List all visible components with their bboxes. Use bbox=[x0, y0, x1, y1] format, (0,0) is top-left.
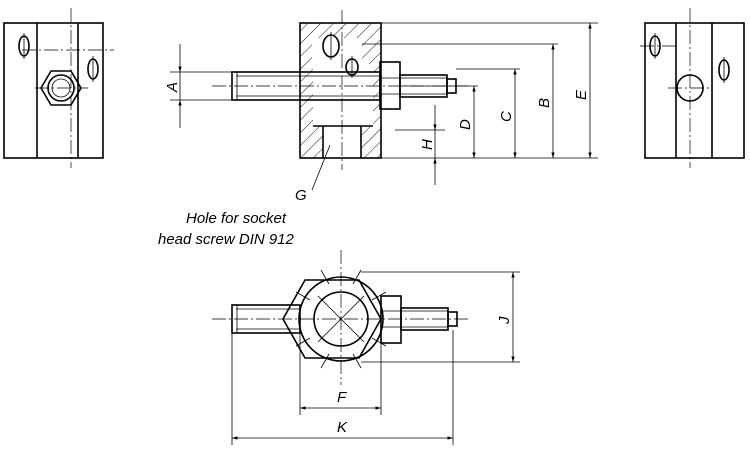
left-end-view bbox=[3, 8, 114, 168]
note-line-1: Hole for socket bbox=[186, 210, 287, 227]
note-line-2: head screw DIN 912 bbox=[158, 231, 295, 248]
dimension-lines-bottom bbox=[231, 271, 520, 445]
bottom-top-view bbox=[212, 250, 470, 385]
right-end-view bbox=[640, 8, 745, 168]
dim-label-c: C bbox=[498, 111, 515, 122]
dim-label-h: H bbox=[419, 139, 436, 150]
dim-label-a: A bbox=[164, 82, 181, 93]
dim-label-k: K bbox=[337, 419, 348, 436]
dim-label-d: D bbox=[457, 119, 474, 130]
dimension-lines-top bbox=[170, 22, 598, 191]
dim-label-g: G bbox=[295, 187, 307, 204]
dim-label-e: E bbox=[573, 89, 590, 100]
dim-label-f: F bbox=[337, 389, 347, 406]
dim-label-b: B bbox=[536, 98, 553, 108]
side-section-view bbox=[212, 10, 470, 170]
dim-label-j: J bbox=[496, 316, 513, 325]
